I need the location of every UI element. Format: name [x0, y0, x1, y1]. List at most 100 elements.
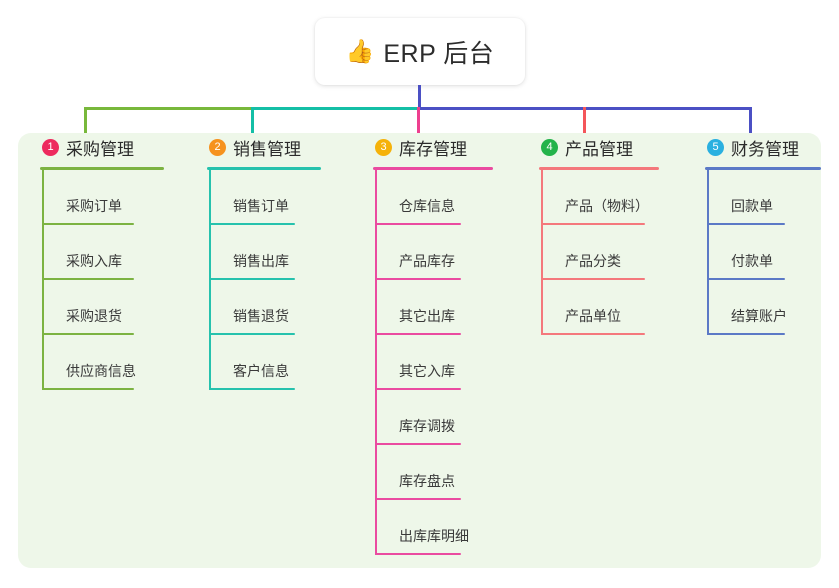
branch-item[interactable]: 仓库信息: [373, 170, 493, 225]
branch-item[interactable]: 结算账户: [705, 280, 821, 335]
root-node-label: ERP 后台: [383, 39, 495, 68]
branch-item-underline: [375, 388, 461, 390]
branch-item-underline: [707, 278, 785, 280]
branch-header-产品管理[interactable]: 4 产品管理: [539, 133, 659, 161]
branch-underline: [539, 167, 659, 170]
branch-item-label: 销售退货: [233, 308, 289, 324]
branch-item-label: 采购订单: [66, 198, 122, 214]
branch-item[interactable]: 付款单: [705, 225, 821, 280]
branch-spine: [42, 170, 44, 390]
branch-column-财务管理: 5 财务管理回款单付款单结算账户: [705, 133, 821, 335]
branch-item-underline: [375, 553, 461, 555]
branch-item[interactable]: 回款单: [705, 170, 821, 225]
branch-item-label: 产品单位: [565, 308, 621, 324]
branch-item-list: 产品（物料） 产品分类产品单位: [539, 170, 659, 335]
branch-item-underline: [209, 388, 295, 390]
branch-spine: [707, 170, 709, 335]
branch-item-label: 产品库存: [399, 253, 455, 269]
branch-item-label: 客户信息: [233, 363, 289, 379]
branch-item[interactable]: 采购订单: [40, 170, 164, 225]
branch-item[interactable]: 出库库明细: [373, 500, 493, 555]
branch-item[interactable]: 库存盘点: [373, 445, 493, 500]
branch-item-underline: [375, 443, 461, 445]
branch-item-list: 销售订单销售出库销售退货客户信息: [207, 170, 321, 390]
branch-item[interactable]: 库存调拨: [373, 390, 493, 445]
branch-item[interactable]: 产品库存: [373, 225, 493, 280]
branch-item[interactable]: 其它出库: [373, 280, 493, 335]
branch-item-label: 库存盘点: [399, 473, 455, 489]
branch-item[interactable]: 产品单位: [539, 280, 659, 335]
branch-item[interactable]: 产品（物料）: [539, 170, 659, 225]
branch-item-underline: [375, 278, 461, 280]
branch-title: 产品管理: [565, 139, 633, 159]
branch-item-underline: [42, 333, 134, 335]
branch-item-list: 采购订单采购入库采购退货供应商信息: [40, 170, 164, 390]
branch-item[interactable]: 销售订单: [207, 170, 321, 225]
branch-item-label: 库存调拨: [399, 418, 455, 434]
branch-drop-5: [749, 107, 752, 136]
branch-drop-4: [583, 107, 586, 136]
branch-item-underline: [375, 333, 461, 335]
branch-title: 库存管理: [399, 139, 467, 159]
branch-item-underline: [209, 223, 295, 225]
branch-column-产品管理: 4 产品管理产品（物料） 产品分类产品单位: [539, 133, 659, 335]
branch-item-underline: [707, 333, 785, 335]
branch-item[interactable]: 销售退货: [207, 280, 321, 335]
branch-item-label: 产品分类: [565, 253, 621, 269]
branch-item-underline: [42, 388, 134, 390]
branch-title: 财务管理: [731, 139, 799, 159]
branch-number-badge: 1: [42, 138, 59, 156]
branch-item[interactable]: 其它入库: [373, 335, 493, 390]
branch-item-label: 结算账户: [731, 308, 787, 324]
branch-column-库存管理: 3 库存管理仓库信息产品库存其它出库其它入库库存调拨库存盘点出库库明细: [373, 133, 493, 555]
branch-item[interactable]: 供应商信息: [40, 335, 164, 390]
branch-number-badge: 5: [707, 138, 724, 156]
branch-item-underline: [541, 333, 645, 335]
branch-item-underline: [42, 223, 134, 225]
root-stem-connector: [418, 85, 421, 110]
branch-item-underline: [541, 223, 645, 225]
branch-item-underline: [707, 223, 785, 225]
branch-underline: [40, 167, 164, 170]
branch-item-underline: [209, 333, 295, 335]
branch-header-财务管理[interactable]: 5 财务管理: [705, 133, 821, 161]
root-node[interactable]: 👍 ERP 后台: [315, 18, 525, 85]
branch-drop-2: [251, 107, 254, 136]
branch-spine: [375, 170, 377, 555]
branch-drop-3: [417, 107, 420, 136]
branch-item-label: 回款单: [731, 198, 773, 214]
branch-item-label: 其它出库: [399, 308, 455, 324]
branch-item[interactable]: 客户信息: [207, 335, 321, 390]
branch-spine: [541, 170, 543, 335]
branch-item-label: 采购退货: [66, 308, 122, 324]
thumbs-up-icon: 👍: [345, 38, 375, 64]
branch-item[interactable]: 采购退货: [40, 280, 164, 335]
branch-drop-1: [84, 107, 87, 136]
branch-item-underline: [375, 498, 461, 500]
branch-number-badge: 3: [375, 138, 392, 156]
branch-item-label: 采购入库: [66, 253, 122, 269]
branch-number-badge: 4: [541, 138, 558, 156]
branch-item-label: 供应商信息: [66, 363, 136, 379]
branch-item[interactable]: 产品分类: [539, 225, 659, 280]
branch-title: 销售管理: [233, 139, 301, 159]
branch-item-label: 出库库明细: [399, 528, 469, 544]
branch-item[interactable]: 销售出库: [207, 225, 321, 280]
branch-item[interactable]: 采购入库: [40, 225, 164, 280]
branch-underline: [705, 167, 821, 170]
branch-spine: [209, 170, 211, 390]
branch-item-underline: [42, 278, 134, 280]
branch-item-underline: [375, 223, 461, 225]
branch-item-list: 回款单付款单结算账户: [705, 170, 821, 335]
branch-bar-segment-teal: [252, 107, 420, 110]
branch-item-underline: [209, 278, 295, 280]
branch-header-库存管理[interactable]: 3 库存管理: [373, 133, 493, 161]
branch-item-list: 仓库信息产品库存其它出库其它入库库存调拨库存盘点出库库明细: [373, 170, 493, 555]
branch-item-label: 其它入库: [399, 363, 455, 379]
